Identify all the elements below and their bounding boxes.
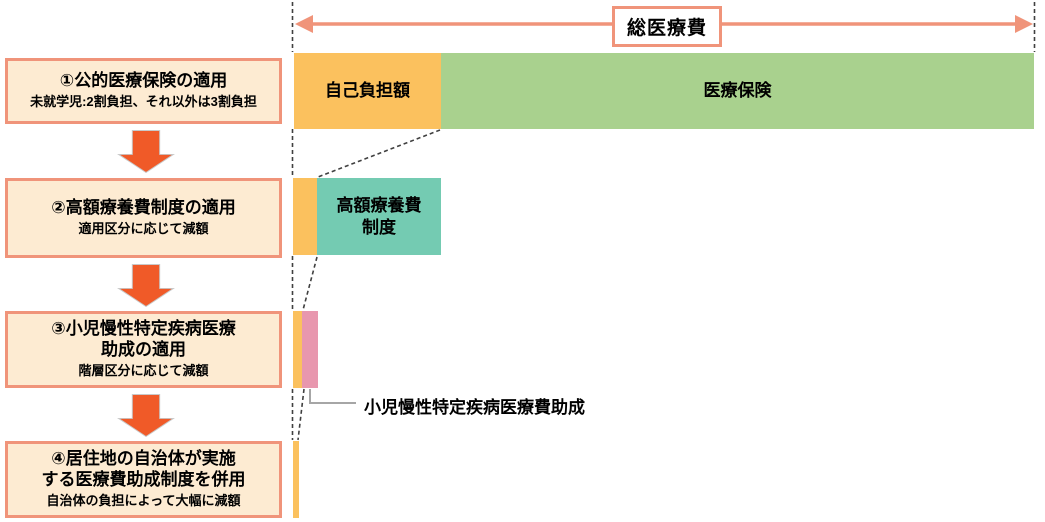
step-2-subtitle: 適用区分に応じて減額 xyxy=(78,220,209,236)
step-1-subtitle: 未就学児:2割負担、それ以外は3割負担 xyxy=(30,93,257,109)
insurance-label: 医療保険 xyxy=(703,81,772,101)
self-pay-bar-reduced-2 xyxy=(293,311,302,388)
step-4-title: ④居住地の自治体が実施 する医療費助成制度を併用 xyxy=(41,449,246,490)
dashed-diagonal-1 xyxy=(317,129,441,178)
dashed-diagonal-2 xyxy=(302,256,318,311)
pediatric-subsidy-callout-label: 小児慢性特定疾病医療費助成 xyxy=(364,398,585,417)
down-arrow-icon xyxy=(117,394,175,437)
step-3-title: ③小児慢性特定疾病医療 助成の適用 xyxy=(51,319,236,360)
step-2-title: ②高額療養費制度の適用 xyxy=(51,198,236,218)
down-arrow-icon xyxy=(117,264,175,307)
step-box-4: ④居住地の自治体が実施 する医療費助成制度を併用 自治体の負担によって大幅に減額 xyxy=(5,441,282,518)
insurance-bar: 医療保険 xyxy=(441,53,1034,129)
arrow-right-head-icon xyxy=(1015,15,1033,33)
high-cost-benefit-label: 高額療養費 制度 xyxy=(336,196,422,237)
self-pay-bar: 自己負担額 xyxy=(294,53,441,129)
self-pay-bar-reduced-3 xyxy=(293,441,299,518)
callout-leader-line xyxy=(309,389,356,404)
pediatric-subsidy-bar xyxy=(302,311,318,388)
total-cost-label-text: 総医療費 xyxy=(626,18,707,39)
dashed-diagonal-3 xyxy=(297,388,305,441)
step-1-title: ①公的医療保険の適用 xyxy=(59,71,228,91)
arrow-left-head-icon xyxy=(295,15,313,33)
self-pay-label: 自己負担額 xyxy=(325,81,410,101)
step-box-2: ②高額療養費制度の適用 適用区分に応じて減額 xyxy=(5,178,282,258)
self-pay-bar-reduced-1 xyxy=(293,178,317,255)
step-box-3: ③小児慢性特定疾病医療 助成の適用 階層区分に応じて減額 xyxy=(5,311,282,388)
step-4-subtitle: 自治体の負担によって大幅に減額 xyxy=(46,492,241,508)
step-3-subtitle: 階層区分に応じて減額 xyxy=(78,362,209,378)
high-cost-benefit-bar: 高額療養費 制度 xyxy=(317,178,441,255)
total-cost-label: 総医療費 xyxy=(612,6,722,47)
step-box-1: ①公的医療保険の適用 未就学児:2割負担、それ以外は3割負担 xyxy=(5,58,282,124)
down-arrow-icon xyxy=(117,130,175,173)
